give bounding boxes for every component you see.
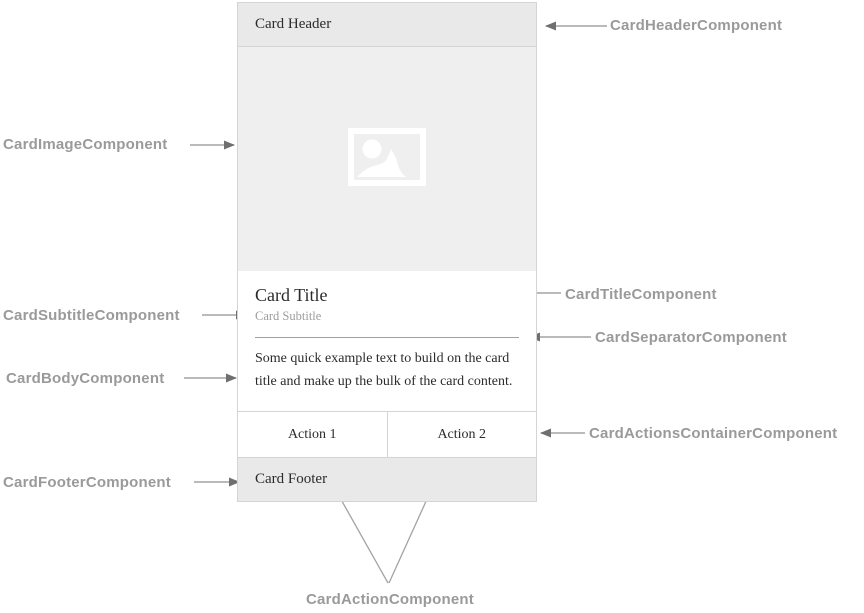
card: Card Header Card Title Card Subtitle Som… bbox=[237, 2, 537, 502]
annotation-label-separator: CardSeparatorComponent bbox=[595, 329, 787, 346]
card-separator bbox=[255, 337, 519, 338]
card-title: Card Title bbox=[255, 285, 328, 305]
annotation-label-title: CardTitleComponent bbox=[565, 286, 717, 303]
annotation-label-footer: CardFooterComponent bbox=[3, 474, 171, 491]
card-image-area bbox=[238, 47, 536, 271]
annotation-label-body: CardBodyComponent bbox=[6, 370, 165, 387]
annotation-label-subtitle: CardSubtitleComponent bbox=[3, 307, 180, 324]
annotation-label-header: CardHeaderComponent bbox=[610, 17, 783, 34]
image-placeholder-icon bbox=[348, 127, 426, 191]
card-header: Card Header bbox=[238, 3, 536, 47]
card-actions-container: Action 1 Action 2 bbox=[238, 411, 536, 457]
annotation-label-action: CardActionComponent bbox=[306, 591, 474, 608]
action-1-button[interactable]: Action 1 bbox=[238, 412, 388, 457]
card-subtitle: Card Subtitle bbox=[255, 309, 322, 323]
action-2-button[interactable]: Action 2 bbox=[387, 412, 536, 457]
card-footer-text: Card Footer bbox=[255, 471, 328, 487]
annotation-label-image: CardImageComponent bbox=[3, 136, 168, 153]
annotation-label-actions-container: CardActionsContainerComponent bbox=[589, 425, 838, 442]
card-content: Card Title Card Subtitle Some quick exam… bbox=[238, 271, 536, 411]
card-body-text: Some quick example text to build on the … bbox=[255, 351, 513, 389]
card-header-text: Card Header bbox=[255, 16, 332, 32]
card-footer: Card Footer bbox=[238, 457, 536, 501]
